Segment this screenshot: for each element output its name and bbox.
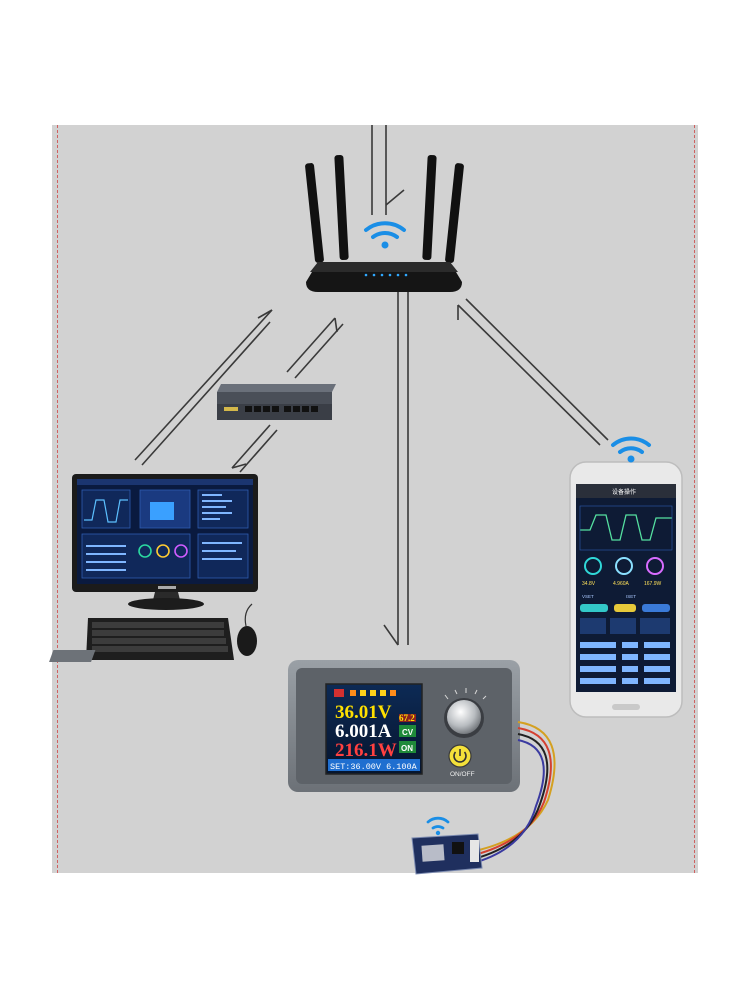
uplink-arrowhead <box>385 189 405 206</box>
router-phone-line-b <box>465 298 609 441</box>
left-dashed-guide <box>57 125 58 873</box>
wifi-router <box>305 154 464 292</box>
output-state-badge: ON <box>401 744 413 753</box>
phone-home-button <box>612 704 640 710</box>
network-switch <box>217 384 336 420</box>
right-dashed-guide <box>694 125 695 873</box>
current-readout: 6.001A <box>335 721 392 742</box>
switch-pc-line-a <box>231 424 271 469</box>
psu-knob <box>444 688 487 738</box>
router-antenna <box>305 163 324 263</box>
smartphone <box>569 461 683 718</box>
psu-status-leds <box>334 689 396 697</box>
wifi-icon <box>364 221 406 249</box>
router-antenna <box>422 155 437 261</box>
voltage-readout: 36.01V <box>335 702 392 723</box>
module-wires <box>469 721 556 865</box>
temperature-readout: 67.2 <box>399 713 415 723</box>
phone-app-title: 设备操作 <box>612 488 636 496</box>
power-button-label: ON/OFF <box>450 771 475 778</box>
power-readout: 216.1W <box>335 740 397 761</box>
monitor-stand <box>128 598 204 610</box>
switch-ports <box>245 406 318 412</box>
wifi-icon <box>611 436 651 463</box>
router-switch-line-b <box>294 323 344 379</box>
phone-gauge-power: 167.9W <box>644 581 662 587</box>
phone-gauge-current: 4.960A <box>613 581 630 587</box>
power-supply-unit <box>49 650 520 792</box>
mode-badge: CV <box>402 728 414 737</box>
phone-gauge-voltage: 34.8V <box>582 581 596 587</box>
desktop-computer <box>72 474 258 660</box>
phone-vset-label: VSET <box>582 594 594 599</box>
mouse <box>237 626 257 656</box>
switch-pc-line-b <box>239 429 278 473</box>
router-antenna <box>445 163 464 263</box>
router-phone-line-a <box>457 304 601 446</box>
connection-lines <box>134 125 609 646</box>
wifi-icon <box>426 816 450 836</box>
router-antenna <box>334 154 349 260</box>
router-pc-line-a <box>134 309 273 461</box>
router-pc-line-b <box>141 321 271 466</box>
router-switch-line-a <box>286 317 336 373</box>
setpoint-line: SET:36.00V 6.100A <box>330 762 418 772</box>
wifi-module <box>411 833 483 875</box>
phone-iset-label: ISET <box>626 594 636 599</box>
monitor-neck <box>153 592 180 600</box>
